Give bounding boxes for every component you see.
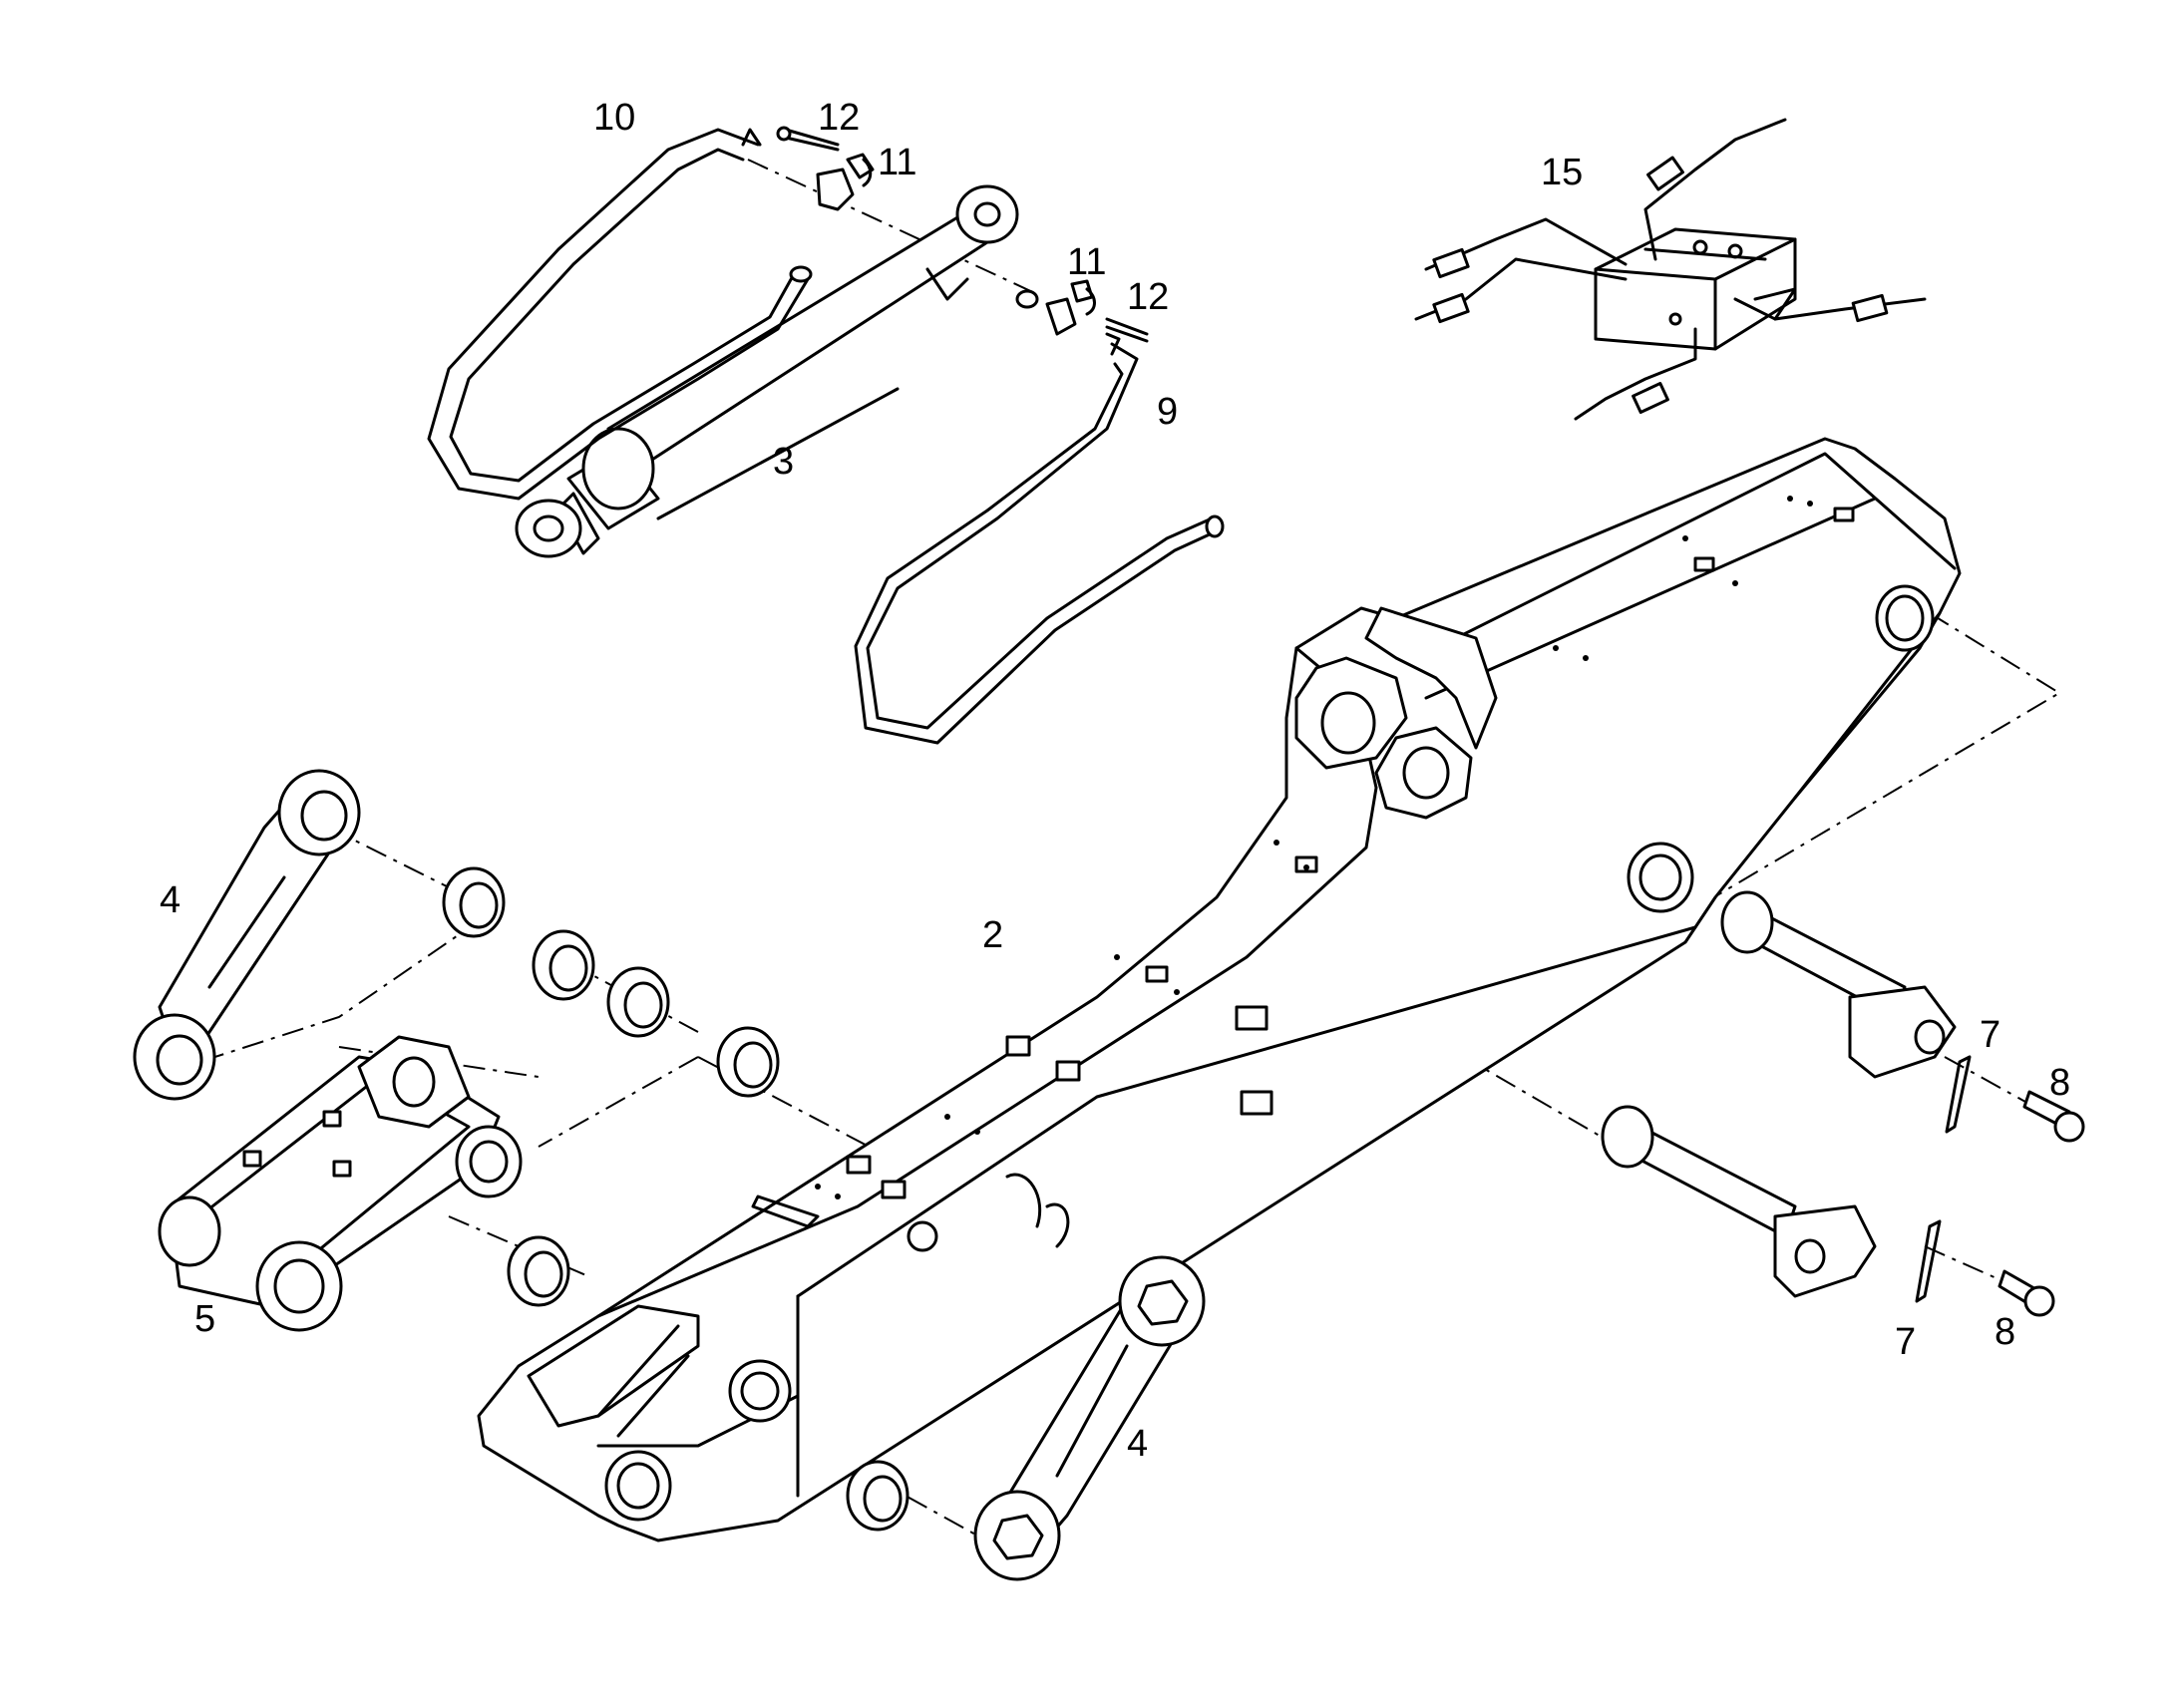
bushing-3 (606, 966, 670, 1038)
leader-boom-rear-pin (1704, 612, 2061, 903)
callout-numbers: 2 3 4 4 5 7 7 8 8 9 10 11 11 12 12 15 (160, 97, 2070, 1465)
callout-5: 5 (194, 1298, 215, 1340)
callout-15: 15 (1541, 152, 1583, 193)
pins (1601, 890, 2085, 1317)
pin-lower (1601, 1105, 1877, 1298)
bellcrank-5 (158, 1035, 523, 1332)
link-4-lower (973, 1255, 1206, 1581)
callout-11-lower: 11 (1067, 241, 1106, 283)
bushing-1 (442, 866, 506, 938)
callout-10: 10 (593, 97, 635, 139)
callout-8-upper: 8 (2049, 1062, 2070, 1104)
bushing-2 (532, 929, 595, 1001)
callout-12-lower: 12 (1127, 276, 1169, 318)
leader-cylinder-pin-top (747, 159, 1038, 295)
leader-boom-pin-mid (538, 1056, 699, 1148)
callout-4-upper: 4 (160, 879, 181, 921)
callout-2: 2 (982, 914, 1003, 956)
bushing-6 (846, 1460, 909, 1532)
leader-bolt8-lower (1924, 1245, 2015, 1287)
link-4-upper (133, 769, 361, 1101)
callout-9: 9 (1157, 391, 1178, 433)
valve-block (1414, 118, 1927, 421)
retainer-7-upper (1945, 1055, 1972, 1134)
callout-8-lower: 8 (1995, 1311, 2015, 1353)
retainer-7-lower (1915, 1219, 1942, 1303)
hydraulic-cylinder (515, 184, 1019, 558)
bushing-4 (716, 1026, 780, 1098)
callout-3: 3 (773, 441, 794, 483)
pin-upper (1720, 890, 1957, 1079)
hose-9 (854, 332, 1225, 745)
callout-7-upper: 7 (1980, 1014, 2000, 1056)
callout-11-upper: 11 (878, 142, 916, 183)
hose-10 (427, 128, 813, 501)
bolt-8-upper (2022, 1090, 2085, 1143)
callout-12-upper: 12 (818, 97, 860, 139)
callout-4-lower: 4 (1127, 1423, 1148, 1465)
fittings-right (1015, 279, 1149, 343)
boom-arm (477, 437, 1962, 1542)
bushings (442, 866, 909, 1532)
bushing-5 (507, 1235, 570, 1307)
bolt-8-lower (1998, 1269, 2055, 1317)
callout-7-lower: 7 (1895, 1321, 1916, 1363)
fittings-upper (776, 126, 875, 211)
